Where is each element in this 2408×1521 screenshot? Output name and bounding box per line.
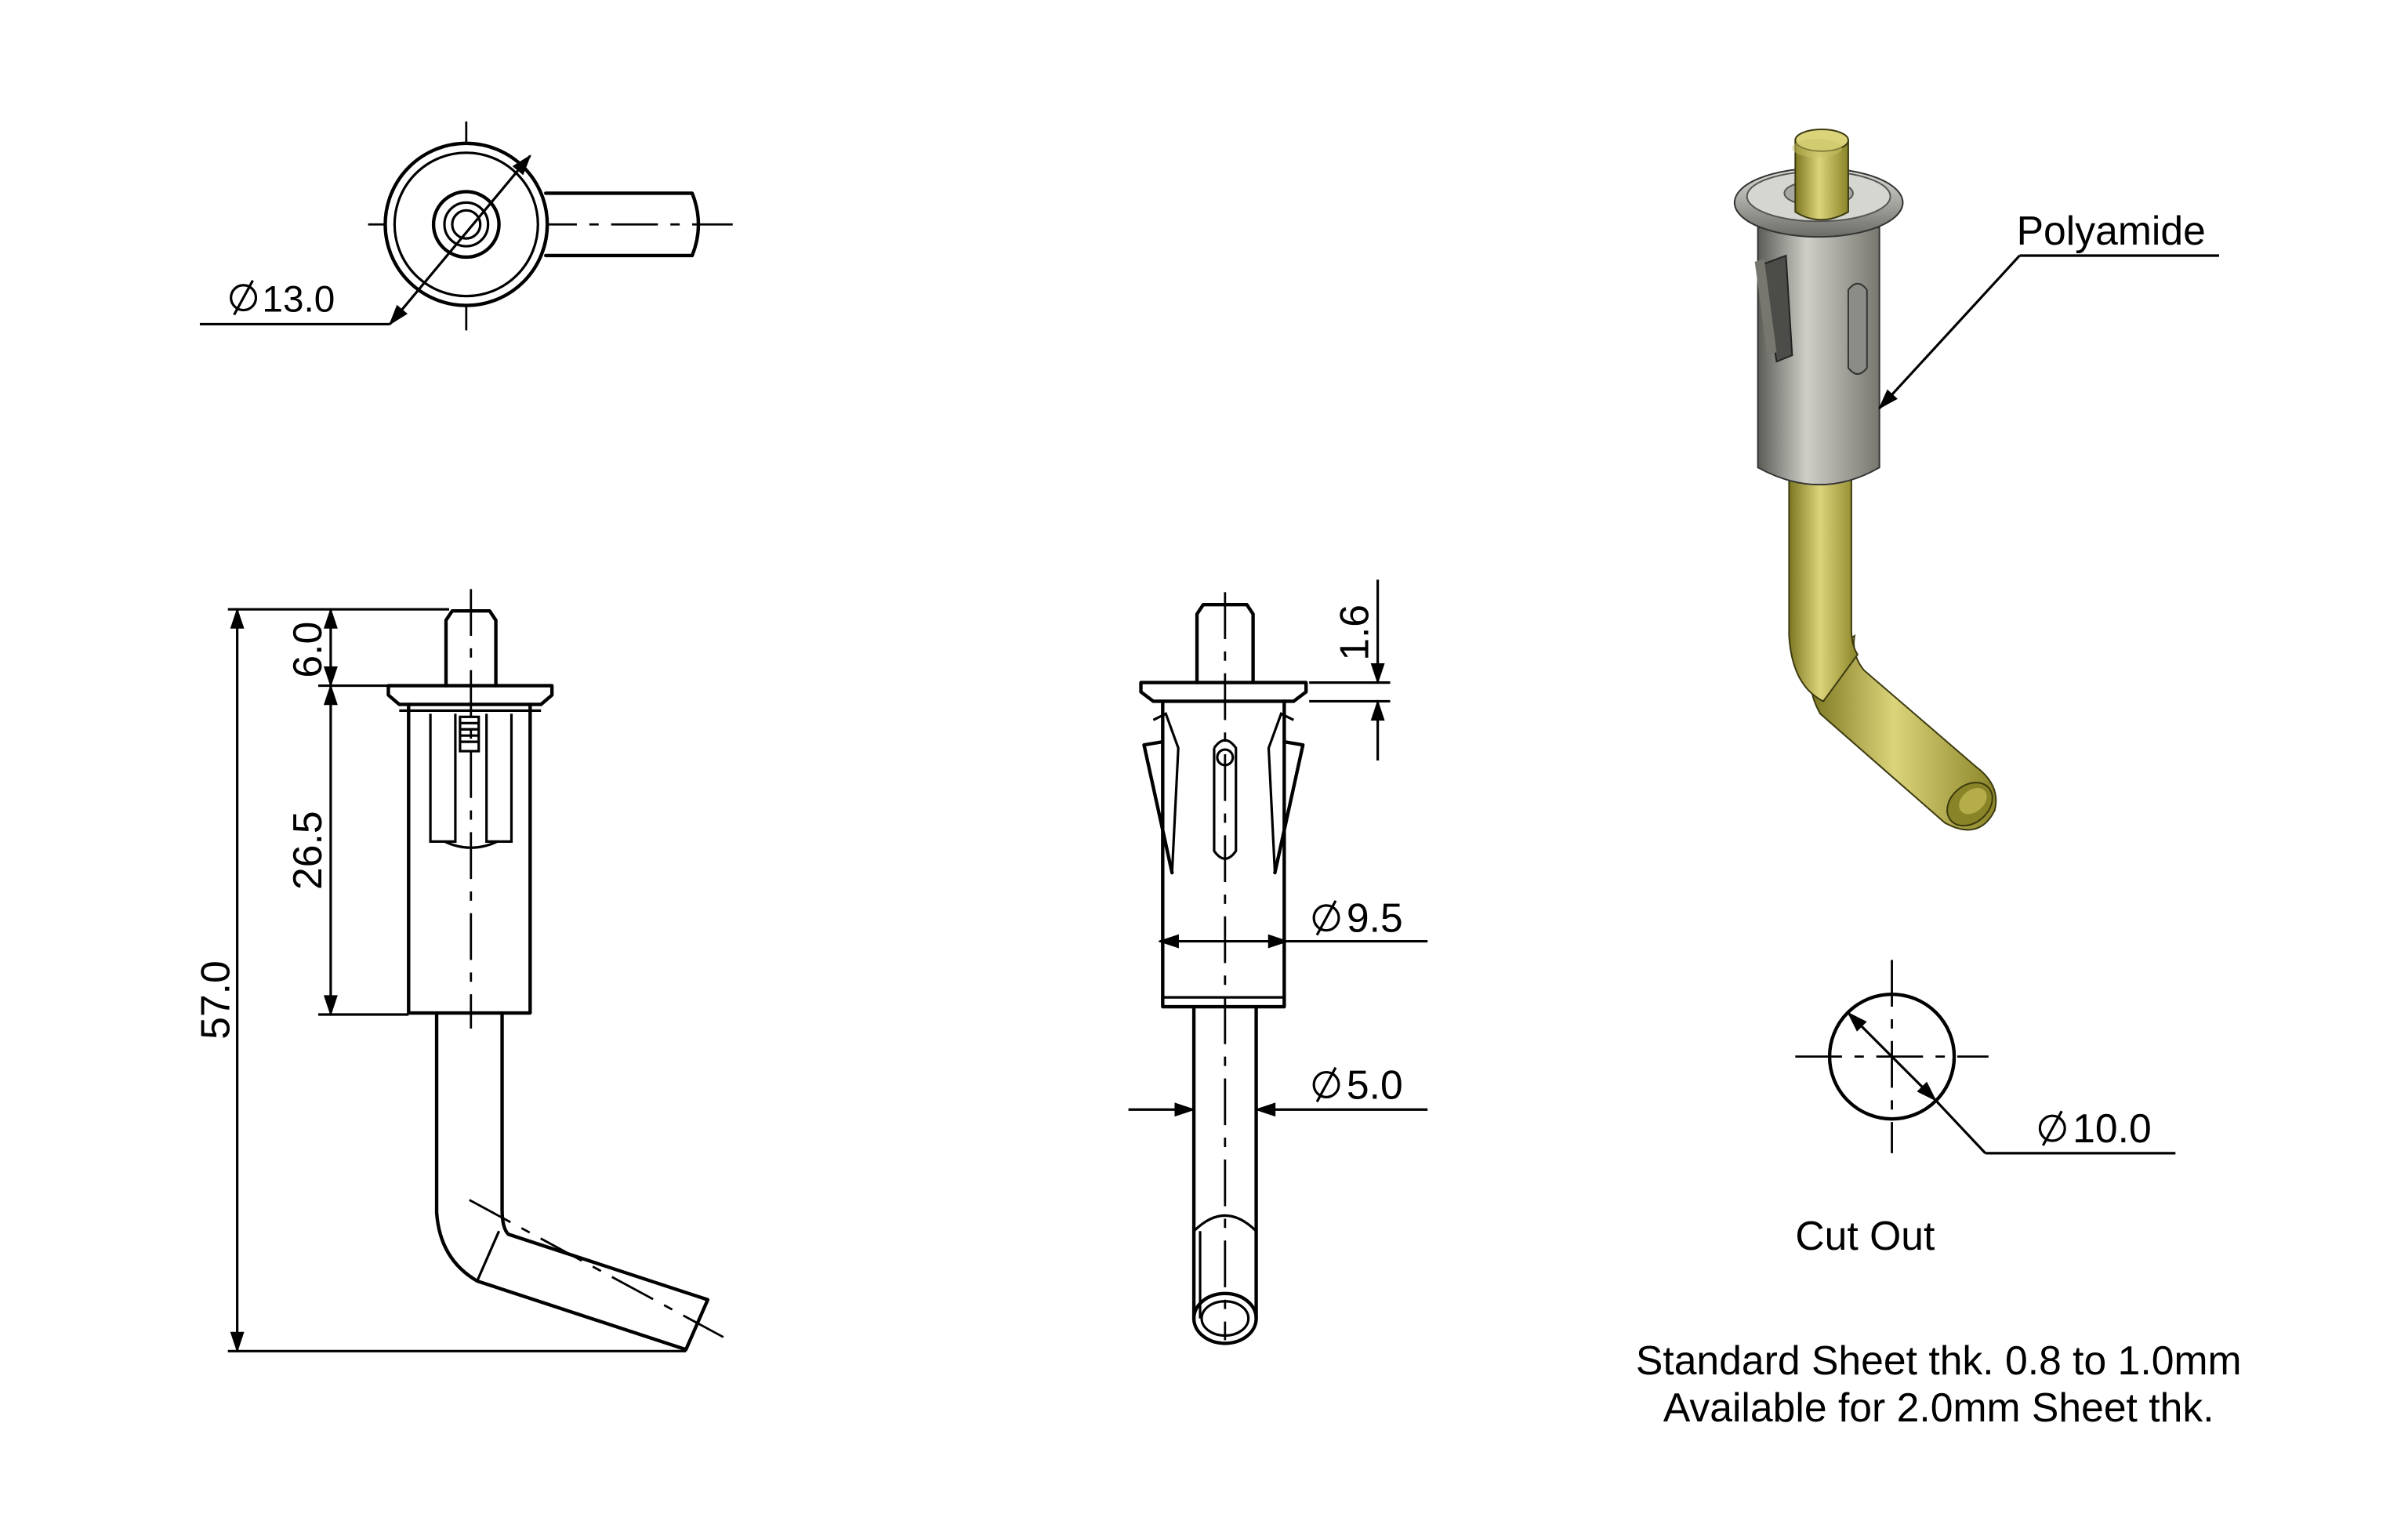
diameter-symbol-icon [2038, 1114, 2066, 1142]
diameter-symbol-icon [230, 284, 258, 312]
top-diameter-label: 13.0 [262, 279, 335, 321]
material-label: Polyamide [2017, 208, 2206, 253]
note-line-2: Available for 2.0mm Sheet thk. [1663, 1385, 2214, 1430]
top-view: 13.0 [199, 122, 733, 331]
dia-cut-label: 10.0 [2073, 1105, 2152, 1151]
diameter-symbol-icon [1312, 904, 1340, 932]
iso-3d-view: Polyamide [1733, 128, 2219, 831]
dim-57-label: 57.0 [193, 960, 238, 1040]
notes: Standard Sheet thk. 0.8 to 1.0mm Availab… [1636, 1338, 2242, 1430]
dia-50-label: 5.0 [1347, 1062, 1403, 1107]
cut-out-label: Cut Out [1795, 1213, 1935, 1258]
dim-6-label: 6.0 [285, 622, 330, 678]
cut-out-view: 10.0 Cut Out [1795, 960, 2176, 1258]
dia-95-label: 9.5 [1347, 895, 1403, 941]
note-line-1: Standard Sheet thk. 0.8 to 1.0mm [1636, 1338, 2242, 1383]
diameter-symbol-icon [1312, 1070, 1340, 1098]
dim-16-label: 1.6 [1332, 604, 1377, 661]
side-view: 1.6 9.5 5.0 [1128, 579, 1428, 1345]
front-view: 57.0 6.0 26.5 [193, 589, 724, 1353]
dim-26-label: 26.5 [285, 811, 330, 890]
